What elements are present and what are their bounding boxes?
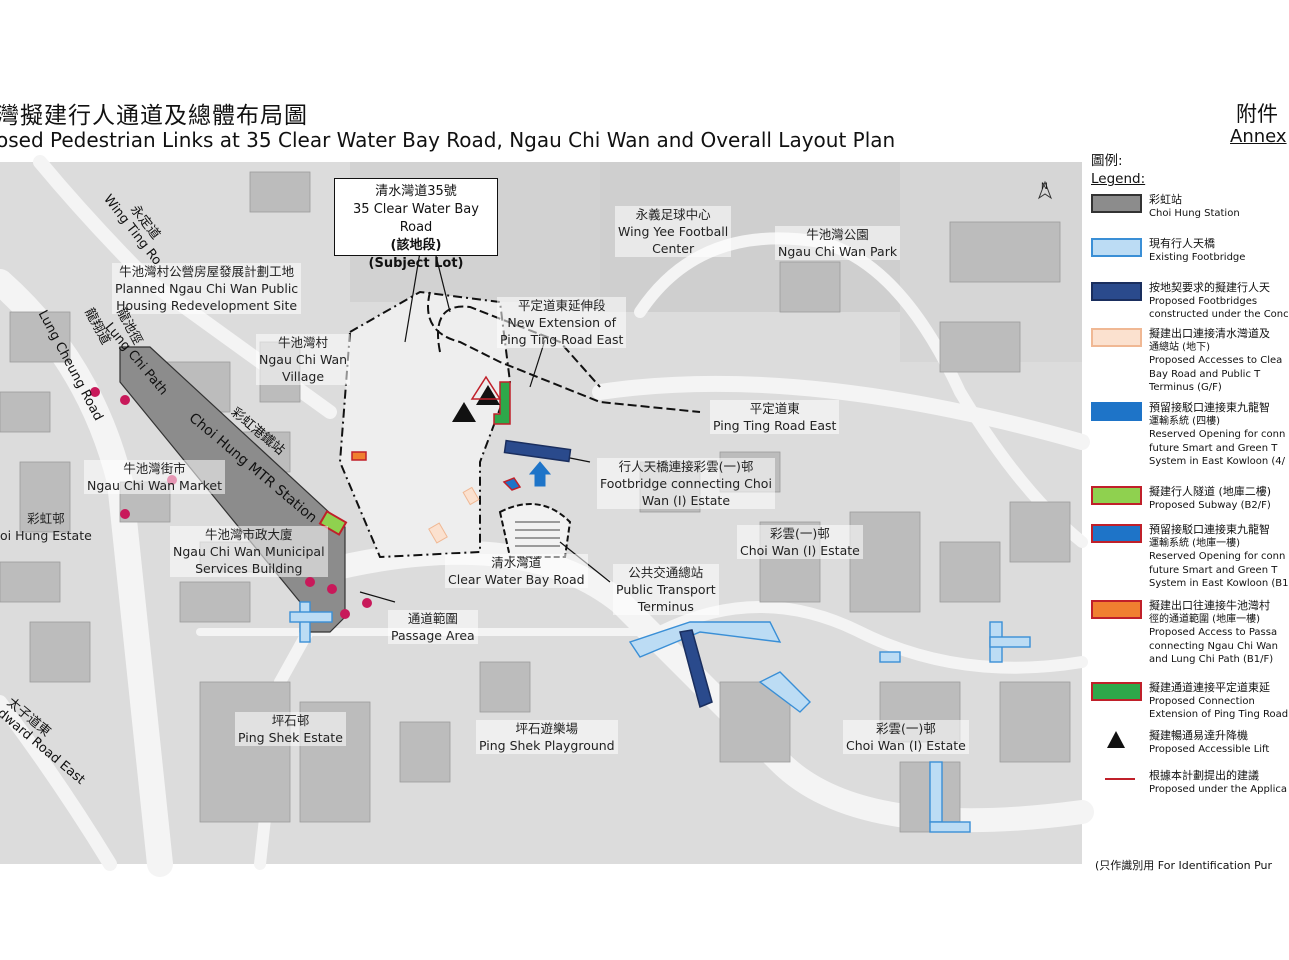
legend-swatch: [1091, 682, 1142, 701]
proposed-access-b1: [351, 451, 367, 461]
subject-lot-zh-bold: (該地段): [390, 238, 442, 253]
label-ping-ting-road-east: 平定道東 Ping Ting Road East: [710, 400, 840, 434]
label-passage-area: 通道範圍 Passage Area: [388, 610, 478, 644]
legend-text: Proposed Access to Passa: [1149, 627, 1278, 638]
lift-icon: [1091, 730, 1142, 749]
legend-text: 現有行人天橋: [1149, 237, 1215, 250]
legend-text: 徑的通道範圍 (地庫一樓): [1149, 613, 1260, 625]
proposed-subway: [318, 510, 348, 536]
legend-swatch: [1091, 402, 1142, 421]
legend-text: constructed under the Conc: [1149, 309, 1289, 320]
legend-text: Proposed Subway (B2/F): [1149, 499, 1271, 511]
legend-swatch: [1091, 282, 1142, 301]
label-ngau-chi-wan-park: 牛池灣公園 Ngau Chi Wan Park: [775, 226, 901, 260]
legend-text: 通總站 (地下): [1149, 341, 1210, 353]
legend-text: Extension of Ping Ting Road: [1149, 709, 1289, 720]
label-footbridge-choi-wan: 行人天橋連接彩雲(一)邨 Footbridge connecting Choi …: [597, 458, 775, 509]
north-label: N: [1041, 182, 1048, 192]
legend-text: 運輸系統 (四樓): [1149, 415, 1220, 427]
legend-text: System in East Kowloon (B1: [1149, 578, 1289, 589]
legend-swatch: [1091, 524, 1142, 543]
legend-text: Existing Footbridge: [1149, 251, 1246, 263]
label-municipal-building: 牛池灣市政大廈 Ngau Chi Wan Municipal Services …: [170, 526, 328, 577]
subject-lot-label: 清水灣道35號 35 Clear Water Bay Road (該地段) (S…: [334, 178, 498, 271]
legend-text: 運輸系統 (地庫一樓): [1149, 537, 1240, 549]
proposed-footbridge-lot: [503, 439, 572, 463]
legend-text: Terminus (G/F): [1149, 382, 1222, 393]
subject-lot-en-bold: (Subject Lot): [368, 256, 464, 271]
legend-text: 預留接駁口連接東九龍智: [1149, 401, 1270, 414]
legend-title: 圖例: Legend:: [1091, 153, 1146, 187]
legend-text: Choi Hung Station: [1149, 207, 1240, 219]
label-ping-shek-estate: 坪石邨 Ping Shek Estate: [235, 712, 346, 746]
proposed-connection: [493, 381, 511, 425]
legend-swatch: [1091, 238, 1142, 257]
label-choi-hung-estate: 彩虹邨 oi Hung Estate: [0, 511, 92, 543]
legend-swatch: [1091, 194, 1142, 213]
legend-text: Reserved Opening for conn: [1149, 551, 1286, 562]
legend-swatch: [1091, 328, 1142, 347]
label-choi-wan-estate-2: 彩雲(一)邨 Choi Wan (I) Estate: [843, 720, 969, 754]
legend-text: Proposed Accesses to Clea: [1149, 355, 1283, 366]
existing-footbridges: [289, 601, 1031, 833]
legend-text: 預留接駁口連接東九龍智: [1149, 523, 1270, 536]
annex-english: Annex: [1230, 126, 1287, 147]
legend-text: and Lung Chi Path (B1/F): [1149, 654, 1274, 665]
legend-text: Proposed Footbridges: [1149, 295, 1258, 307]
legend-swatch: [1091, 600, 1142, 619]
legend-text: Proposed under the Applica: [1149, 783, 1287, 795]
map-canvas[interactable]: 清水灣道35號 35 Clear Water Bay Road (該地段) (S…: [0, 155, 1094, 877]
footnote: (只作識別用 For Identification Pur: [1095, 859, 1273, 872]
legend-text: 擬建通道連接平定道東延: [1149, 681, 1270, 694]
legend-text: 擬建出口往連接牛池灣村: [1149, 599, 1270, 612]
subject-lot-en: 35 Clear Water Bay Road: [353, 202, 479, 235]
label-choi-wan-estate-1: 彩雲(一)邨 Choi Wan (I) Estate: [737, 525, 863, 559]
red-line-icon: [1091, 770, 1142, 789]
legend-text: Reserved Opening for conn: [1149, 429, 1286, 440]
proposed-footbridge: [679, 629, 713, 709]
label-ping-ting-extension: 平定道東延伸段 New Extension of Ping Ting Road …: [497, 297, 627, 348]
label-ping-shek-playground: 坪石遊樂場 Ping Shek Playground: [476, 720, 618, 754]
label-clear-water-bay-road: 清水灣道 Clear Water Bay Road: [445, 554, 588, 588]
legend-text: Proposed Connection: [1149, 695, 1255, 707]
legend-text: System in East Kowloon (4/: [1149, 456, 1286, 467]
legend-text: 按地契要求的擬建行人天: [1149, 281, 1270, 294]
legend-text: connecting Ngau Chi Wan: [1149, 640, 1278, 652]
legend-text: 彩虹站: [1149, 193, 1182, 206]
legend-text: 擬建出口連接清水灣道及: [1149, 327, 1270, 340]
label-ngau-chi-wan-village: 牛池灣村 Ngau Chi Wan Village: [256, 334, 351, 385]
label-wing-yee: 永義足球中心 Wing Yee Football Center: [615, 206, 732, 257]
label-planned-housing: 牛池灣村公營房屋發展計劃工地 Planned Ngau Chi Wan Publ…: [112, 263, 302, 314]
legend-text: 根據本計劃提出的建議: [1149, 769, 1259, 782]
legend-text: future Smart and Green T: [1149, 564, 1278, 576]
legend-text: 擬建暢通易達升降機: [1149, 729, 1248, 742]
label-ngau-chi-wan-market: 牛池灣街市 Ngau Chi Wan Market: [84, 460, 226, 494]
lift-triangle-1: [476, 385, 500, 405]
title-english: osed Pedestrian Links at 35 Clear Water …: [0, 128, 896, 152]
title-chinese: 灣擬建行人通道及總體布局圖: [0, 103, 308, 129]
label-public-transport: 公共交通總站 Public Transport Terminus: [613, 564, 719, 615]
lift-triangle-2: [452, 402, 476, 422]
legend-text: future Smart and Green T: [1149, 442, 1278, 454]
north-arrow-icon: [1037, 180, 1053, 200]
annex-chinese: 附件: [1236, 102, 1278, 126]
legend-text: 擬建行人隧道 (地庫二樓): [1149, 485, 1272, 498]
legend-text: Bay Road and Public T: [1149, 368, 1261, 380]
reserved-opening-4f: [528, 461, 552, 487]
legend-swatch: [1091, 486, 1142, 505]
legend-text: Proposed Accessible Lift: [1149, 743, 1270, 755]
subject-lot-zh: 清水灣道35號: [375, 184, 457, 199]
